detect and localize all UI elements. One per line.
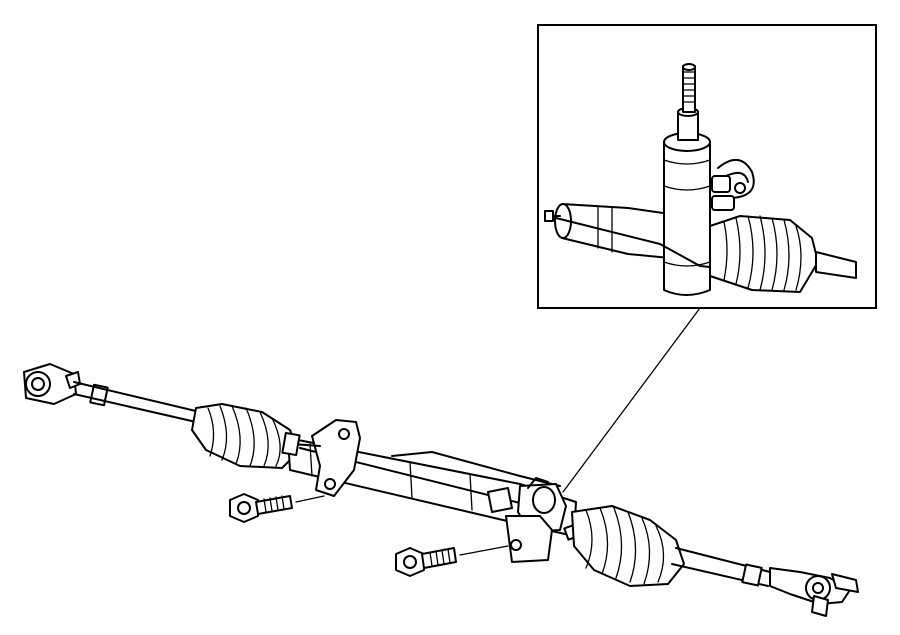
steering-gear-assembly [23, 363, 859, 617]
valve-body [487, 477, 581, 563]
inset-valve-body [663, 63, 711, 296]
mounting-bolt-upper [229, 493, 325, 523]
detail-inset [537, 24, 877, 493]
detail-leader-line [562, 307, 701, 493]
left-outer-tie-rod-end [23, 363, 109, 407]
left-boot [191, 403, 299, 469]
mounting-bolt-lower [395, 545, 509, 577]
inset-fittings [711, 159, 755, 211]
bolt-lower-leader [459, 545, 509, 556]
bolt-upper-leader [295, 495, 325, 503]
right-boot [571, 505, 685, 587]
mounting-bracket-left [281, 419, 361, 497]
inset-rack-end [815, 251, 857, 279]
right-outer-tie-rod-end [741, 563, 859, 617]
left-tie-rod [73, 381, 201, 423]
